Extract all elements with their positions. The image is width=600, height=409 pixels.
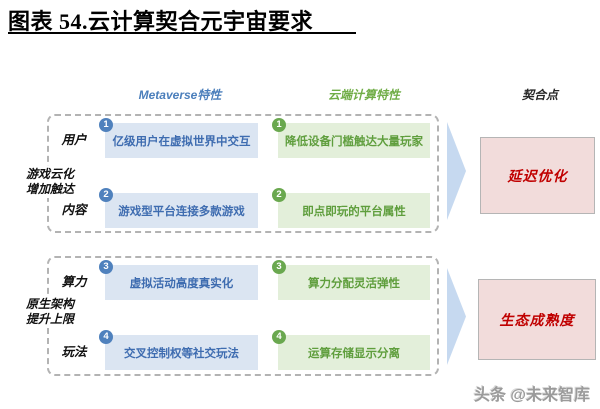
step-badge: 3 [272, 260, 286, 274]
metaverse-box-content-text: 游戏型平台连接多款游戏 [118, 205, 245, 218]
row-label-compute: 算力 [61, 275, 87, 289]
step-badge: 2 [272, 188, 286, 202]
metaverse-box-compute-text: 虚拟活动高度真实化 [129, 277, 234, 290]
cloud-box-compute-text: 算力分配灵活弹性 [308, 277, 400, 290]
flow-arrow-icon [447, 122, 466, 220]
cloud-box-gameplay: 4 运算存储显示分离 [272, 330, 430, 370]
step-badge: 3 [99, 260, 113, 274]
cloud-box-gameplay-text: 运算存储显示分离 [308, 347, 400, 360]
step-badge: 4 [99, 330, 113, 344]
step-badge: 2 [99, 188, 113, 202]
row-label-gameplay: 玩法 [61, 345, 87, 359]
group-label-line1: 原生架构 [25, 297, 74, 311]
metaverse-box-gameplay-text: 交叉控制权等社交玩法 [124, 347, 239, 360]
column-header-fit: 契合点 [521, 88, 558, 102]
group-label-line2: 增加触达 [25, 182, 74, 196]
step-badge: 1 [272, 118, 286, 132]
cloud-box-users-text: 降低设备门槛触达大量玩家 [285, 135, 423, 148]
row-label-users: 用户 [61, 133, 87, 147]
cloud-box-content-text: 即点即玩的平台属性 [302, 205, 406, 218]
metaverse-box-gameplay: 4 交叉控制权等社交玩法 [99, 330, 258, 370]
metaverse-box-users-text: 亿级用户在虚拟世界中交互 [112, 135, 251, 148]
figure-title: 图表 54.云计算契合元宇宙要求 [8, 9, 314, 34]
group-label-native-arch: 原生架构 提升上限 [20, 296, 80, 328]
watermark: 头条 @未来智库 [473, 387, 590, 404]
fit-box-latency: 延迟优化 [480, 137, 595, 214]
row-label-content: 内容 [61, 203, 87, 217]
cloud-box-users: 1 降低设备门槛触达大量玩家 [272, 118, 430, 158]
group-label-cloudification: 游戏云化 增加触达 [20, 166, 80, 198]
step-badge: 1 [99, 118, 113, 132]
title-underline [8, 32, 356, 34]
group-label-line2: 提升上限 [25, 312, 74, 326]
column-header-metaverse: Metaverse特性 [138, 88, 222, 102]
fit-box-ecosystem: 生态成熟度 [478, 279, 596, 360]
column-header-cloud: 云端计算特性 [327, 88, 400, 102]
flow-arrow-icon [447, 268, 466, 365]
cloud-box-content: 2 即点即玩的平台属性 [272, 188, 430, 228]
cloud-box-compute: 3 算力分配灵活弹性 [272, 260, 430, 300]
group-label-line1: 游戏云化 [25, 167, 74, 181]
metaverse-box-compute: 3 虚拟活动高度真实化 [99, 260, 258, 300]
step-badge: 4 [272, 330, 286, 344]
metaverse-box-users: 1 亿级用户在虚拟世界中交互 [99, 118, 258, 158]
metaverse-box-content: 2 游戏型平台连接多款游戏 [99, 188, 258, 228]
